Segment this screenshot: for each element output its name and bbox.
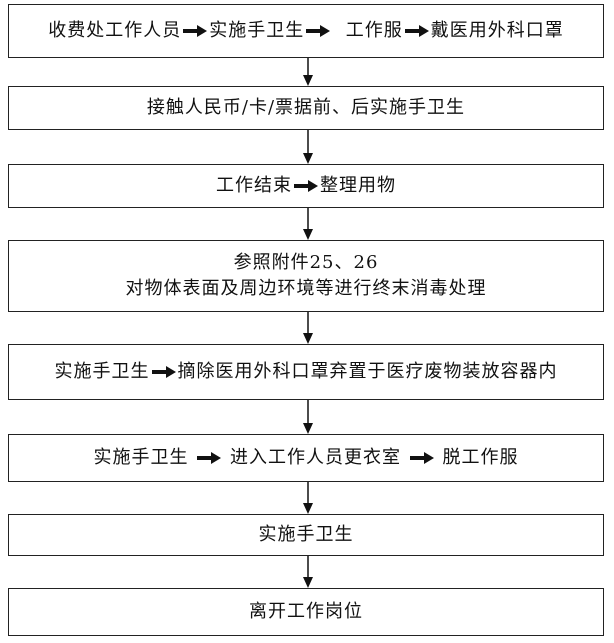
step-6-part-2: 进入工作人员更衣室 [223,447,408,468]
step-3-part-2: 整理用物 [320,175,396,196]
step-1-box: 收费处工作人员 实施手卫生 工作服 戴医用外科口罩 [8,4,604,58]
down-arrow-icon [300,312,316,344]
right-arrow-icon [306,25,331,37]
down-arrow-icon [300,556,316,588]
step-2-box: 接触人民币/卡/票据前、后实施手卫生 [8,86,604,130]
step-7-box: 实施手卫生 [8,514,604,556]
down-arrow-icon [300,400,316,434]
step-4-line-1: 参照附件25、26 [233,252,379,273]
step-7-text: 实施手卫生 [258,524,354,545]
right-arrow-icon [409,452,434,464]
step-3-part-1: 工作结束 [216,175,292,196]
down-arrow-icon [300,130,316,164]
step-5-box: 实施手卫生 摘除医用外科口罩弃置于医疗废物装放容器内 [8,344,604,400]
step-5-part-1: 实施手卫生 [54,361,150,382]
step-1-part-2: 实施手卫生 [209,20,305,41]
right-arrow-icon [404,25,429,37]
step-1-text: 收费处工作人员 实施手卫生 工作服 戴医用外科口罩 [48,18,563,44]
step-6-part-3: 脱工作服 [435,447,519,468]
right-arrow-icon [294,180,318,192]
right-arrow-icon [183,25,208,37]
right-arrow-icon [151,366,176,378]
step-8-box: 离开工作岗位 [8,588,604,636]
step-1-part-1: 收费处工作人员 [48,20,182,41]
step-1-part-4: 戴医用外科口罩 [430,20,564,41]
down-arrow-icon [300,482,316,514]
right-arrow-icon [197,452,222,464]
step-5-part-2: 摘除医用外科口罩弃置于医疗废物装放容器内 [177,361,558,382]
step-6-text: 实施手卫生 进入工作人员更衣室 脱工作服 [94,445,519,471]
down-arrow-icon [300,58,316,86]
step-3-text: 工作结束 整理用物 [216,173,396,199]
step-4-box: 参照附件25、26 对物体表面及周边环境等进行终末消毒处理 [8,240,604,312]
step-1-part-3: 工作服 [345,20,403,41]
step-5-text: 实施手卫生 摘除医用外科口罩弃置于医疗废物装放容器内 [55,359,558,385]
down-arrow-icon [300,208,316,240]
step-3-box: 工作结束 整理用物 [8,164,604,208]
step-8-text: 离开工作岗位 [249,601,363,622]
step-4-line-2: 对物体表面及周边环境等进行终末消毒处理 [125,278,487,299]
step-2-text: 接触人民币/卡/票据前、后实施手卫生 [146,97,466,118]
step-6-part-1: 实施手卫生 [93,447,196,468]
step-6-box: 实施手卫生 进入工作人员更衣室 脱工作服 [8,434,604,482]
